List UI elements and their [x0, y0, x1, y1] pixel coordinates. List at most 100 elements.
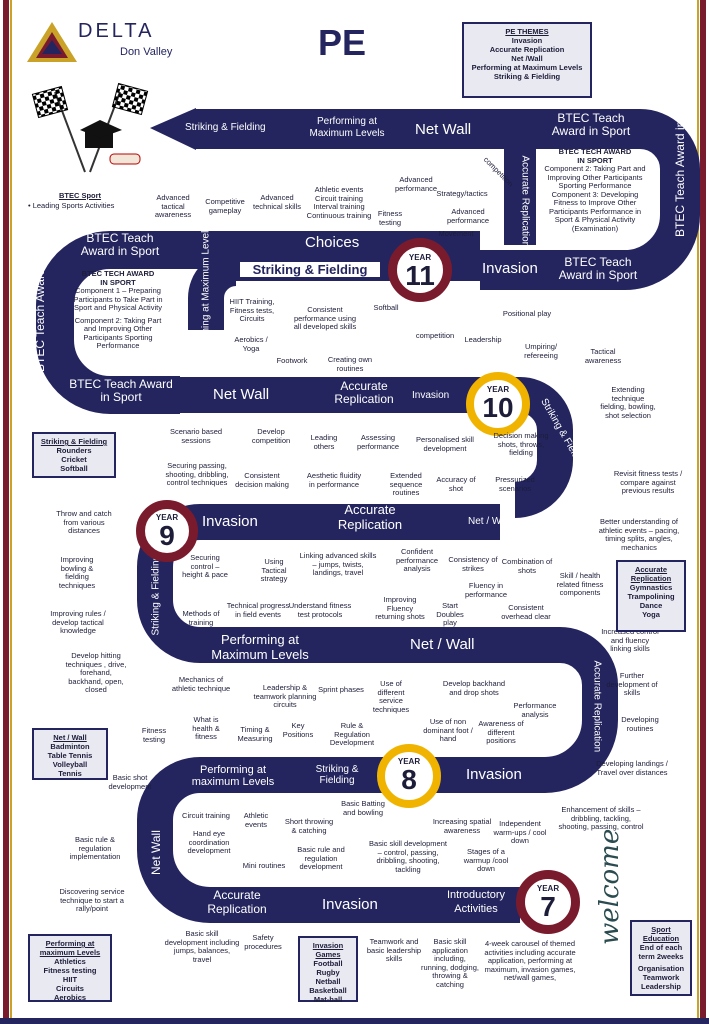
topic-text: Consistent performance using all develop… [293, 305, 357, 331]
road-label: BTEC Teach Award in Sport [551, 111, 631, 138]
road-label: Net Wall [415, 121, 472, 138]
welcome-text: welcome [595, 828, 625, 945]
year-number: 7 [540, 891, 556, 922]
box-item: Aerobics [53, 993, 87, 1002]
right-border [700, 0, 706, 1024]
chequered-flags-icon [31, 82, 149, 173]
box-heading: Sport Education [642, 925, 680, 943]
btec-award-left-h1: BTEC TECH AWARD [81, 269, 155, 278]
btec-award-right: BTEC TECH AWARD IN SPORT Component 2: Ta… [540, 147, 650, 233]
bottom-border [0, 1018, 709, 1024]
topic-text: Accuracy of shot [436, 475, 476, 493]
topic-text: Competitive gameplay [205, 197, 245, 215]
box-item: Rounders [56, 446, 92, 455]
road-label: BTEC Teach Award in Sport [673, 88, 687, 237]
invasion-games-box: Invasion Games Football Rugby Netball Ba… [298, 936, 358, 1004]
topic-text: Methods of training [182, 609, 220, 627]
logo-sub: Don Valley [120, 46, 173, 58]
topic-text: Advanced performance [394, 175, 438, 193]
topic-text: Decision making shots, throws, fielding [493, 431, 549, 457]
right-border-gold [697, 0, 699, 1024]
topic-text: HIIT Training, Fitness tests, Circuits [229, 297, 275, 323]
road-label: Performing at Maximum Levels [309, 116, 385, 139]
topic-text: Basic Batting and bowling [341, 799, 385, 817]
topic-text: Short throwing & catching [284, 817, 334, 835]
left-border-gold [10, 0, 12, 1024]
topic-text: Athletic events Circuit training Interva… [306, 185, 372, 220]
topic-text: Leadership & teamwork planning circuits [253, 683, 317, 709]
road-label: Invasion [322, 896, 378, 913]
year-label: YEAR [155, 513, 179, 522]
box-heading: Performing at maximum Levels [39, 939, 101, 957]
btec-award-right-c2: Component 2: Taking Part and Improving O… [544, 164, 646, 190]
topic-text: Key Positions [282, 721, 314, 739]
topic-text: Fitness testing [141, 726, 167, 744]
topic-text: Teamwork and basic leadership skills [366, 937, 422, 963]
box-item: Yoga [642, 610, 660, 619]
topic-text: Performance analysis [513, 701, 557, 719]
delta-logo-icon [27, 22, 77, 62]
theme-item: Performing at Maximum Levels [471, 63, 583, 72]
btec-sport-heading: BTEC Sport [58, 191, 102, 200]
box-item: Teamwork [642, 973, 680, 982]
topic-text: Use of non dominant foot / hand [423, 717, 473, 743]
topic-text: Mini routines [242, 861, 286, 870]
road-label: Invasion [202, 513, 258, 530]
road-label: Invasion [482, 260, 538, 277]
topic-text: Develop competition [251, 427, 291, 445]
road-label: Performing at Maximum Levels [200, 225, 212, 364]
box-item: Football [313, 959, 343, 968]
btec-award-left-h2: IN SPORT [100, 277, 136, 287]
year-number: 11 [405, 260, 435, 291]
btec-award-right-h1: BTEC TECH AWARD [558, 147, 632, 156]
topic-text: Combination of shots [501, 557, 553, 575]
topic-text: Start Doubles play [436, 601, 464, 627]
topic-text: Linking advanced skills – jumps, twists,… [299, 551, 377, 577]
topic-text: Enhancement of skills – dribbling, tackl… [558, 805, 644, 831]
topic-text: Consistent overhead clear [501, 603, 551, 621]
topic-text: Developing routines [621, 715, 659, 733]
topic-text: Increasing spatial awareness [432, 817, 492, 835]
topic-text: Extending technique fielding, bowling, s… [600, 385, 656, 420]
road-label: Invasion [412, 390, 450, 401]
theme-item: Net /Wall [511, 54, 543, 63]
box-item: End of each term 2weeks [638, 943, 684, 961]
topic-text: Develop hitting techniques , drive, fore… [65, 651, 127, 694]
box-item: Volleyball [52, 760, 88, 769]
box-item: Organisation [637, 964, 685, 973]
topic-text: Leading others [310, 433, 338, 451]
topic-text: Basic shot development [108, 773, 152, 791]
topic-text: Advanced performance [446, 207, 490, 225]
topic-text: Fluency in performance [464, 581, 508, 599]
road-label: Choices [305, 234, 360, 251]
topic-text: Pressurized scenarios [495, 475, 535, 493]
road-label: Net / Wall [410, 636, 475, 653]
theme-item: Accurate Replication [489, 45, 565, 54]
topic-text: Awareness of different positions [478, 719, 524, 745]
topic-text: Timing & Measuring [237, 725, 273, 743]
road-label: Net Wall [149, 830, 163, 875]
topic-text: Developing landings / Travel over distan… [596, 759, 668, 777]
topic-text: Movement [438, 229, 474, 238]
box-heading: Invasion Games [312, 941, 344, 959]
box-item: Leadership [640, 982, 681, 991]
sport-education-box: Sport Education End of each term 2weeks … [630, 920, 692, 996]
topic-text: Further development of skills [606, 671, 658, 697]
topic-text: Independent warm-ups / cool down [493, 819, 547, 845]
topic-text: Softball [373, 303, 399, 312]
topic-text: Personalised skill development [416, 435, 474, 453]
topic-text: Basic rule & regulation implementation [69, 835, 121, 861]
topic-text: Basic skill development – control, passi… [369, 839, 447, 874]
topic-text: Throw and catch from various distances [56, 509, 112, 535]
topic-text: Footwork [276, 356, 308, 365]
box-item: Mat-ball [313, 995, 343, 1004]
box-item: Netball [315, 977, 341, 986]
topic-text: Confident performance analysis [395, 547, 439, 573]
theme-item: Striking & Fielding [493, 72, 561, 81]
topic-text: Skill / health related fitness component… [556, 571, 604, 597]
themes-heading: PE THEMES [505, 27, 549, 36]
road-label: Accurate Replication [207, 888, 267, 916]
